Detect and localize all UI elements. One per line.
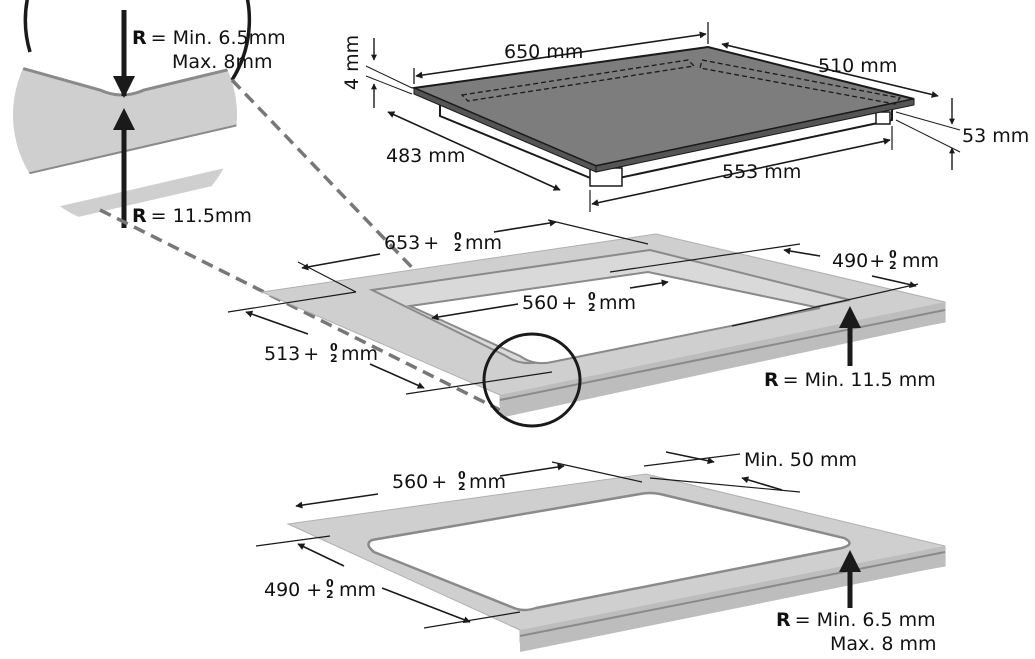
svg-text:560+: 560+ [392, 471, 447, 493]
cutout-main-width-tol-plus: + [423, 232, 439, 254]
hob-body-depth-dimension [387, 111, 561, 191]
cutout-main-width-tol-upper: 0 [454, 230, 462, 243]
hob-body-width-dimension [591, 137, 891, 207]
cutout-flush-depth-tol-plus: + [306, 579, 322, 601]
svg-text:513+: 513+ [264, 343, 319, 365]
cutout-flush-width-unit: mm [469, 471, 506, 493]
cutout-main-width-unit: mm [465, 232, 502, 254]
cutout-flush-depth-tol-upper: 0 [326, 577, 334, 590]
cutout-main-depth-tol-upper: 0 [889, 248, 897, 261]
detail-top-text: = Min. 6.5mm [151, 27, 286, 49]
detail-top-text-2: Max. 8mm [172, 51, 272, 73]
cutout-main-inner-tol-plus: + [561, 292, 577, 314]
hob-depth-dimension [721, 42, 939, 98]
hob-thickness-label: 4 mm [341, 35, 363, 90]
cutout-main-r-symbol: R [764, 369, 779, 391]
cutout-main-inner-tol-lower: 2 [588, 301, 596, 314]
cutout-main-side-tol-upper: 0 [330, 341, 338, 354]
cutout-flush-radius-text: = Min. 6.5 mm [795, 609, 936, 631]
svg-text:490+: 490 + [264, 579, 322, 601]
cutout-main-side-value: 513 [264, 343, 300, 365]
cutout-flush-r-symbol: R [776, 609, 791, 631]
cutout-main-side-tol-lower: 2 [330, 352, 338, 365]
cutout-flush-drawing [286, 473, 946, 652]
detail-r-symbol: R [132, 27, 147, 49]
hob-body-width-label: 553 mm [722, 161, 801, 183]
cutout-main-side-tol-plus: + [303, 343, 319, 365]
cutout-flush-min-distance-label: Min. 50 mm [744, 449, 857, 471]
cutout-main-drawing [260, 233, 946, 418]
cutout-flush-width-tol-plus: + [431, 471, 447, 493]
hob-body-height-label: 53 mm [962, 125, 1029, 147]
cutout-main-depth-tol-plus: + [869, 250, 885, 272]
cutout-main-inner-unit: mm [599, 292, 636, 314]
svg-text:R= Min. 11.5 mm: R= Min. 11.5 mm [764, 369, 936, 391]
hob-width-dimension [415, 31, 707, 79]
svg-text:653+: 653+ [384, 232, 439, 254]
cutout-flush-depth-tol-lower: 2 [326, 588, 334, 601]
cutout-flush-width-value: 560 [392, 471, 428, 493]
cutout-main-width-value: 653 [384, 232, 420, 254]
detail-leader-lower [99, 208, 501, 412]
hob-width-label: 650 mm [504, 41, 583, 63]
cutout-main-inner-tol-upper: 0 [588, 290, 596, 303]
svg-text:R= Min. 6.5 mm: R= Min. 6.5 mm [776, 609, 936, 631]
hob-depth-label: 510 mm [818, 55, 897, 77]
cutout-main-depth-value: 490 [832, 250, 868, 272]
cutout-flush-width-tol-lower: 2 [458, 480, 466, 493]
svg-text:R= 11.5mm: R= 11.5mm [132, 205, 252, 227]
cutout-flush-width-tol-upper: 0 [458, 469, 466, 482]
cutout-flush-depth-unit: mm [339, 579, 376, 601]
cutout-flush-radius-text-2: Max. 8 mm [830, 633, 937, 655]
svg-text:R= Min. 6.5mm: R= Min. 6.5mm [132, 27, 286, 49]
cutout-main-depth-unit: mm [902, 250, 939, 272]
detail-r-symbol-2: R [132, 205, 147, 227]
cutout-flush-depth-value: 490 [264, 579, 300, 601]
corner-detail: R= Min. 6.5mm Max. 8mm R= 11.5mm [13, 0, 286, 228]
cutout-main-depth-tol-lower: 2 [889, 259, 897, 272]
cutout-main-side-unit: mm [341, 343, 378, 365]
corner-detail-marker [482, 332, 582, 428]
hob-body-depth-label: 483 mm [386, 145, 465, 167]
svg-text:560+: 560+ [522, 292, 577, 314]
svg-text:490+: 490+ [832, 250, 885, 272]
cutout-main-inner-value: 560 [522, 292, 558, 314]
detail-bottom-text: = 11.5mm [151, 205, 252, 227]
cutout-main-width-tol-lower: 2 [454, 241, 462, 254]
cutout-main-radius-text: = Min. 11.5 mm [783, 369, 936, 391]
